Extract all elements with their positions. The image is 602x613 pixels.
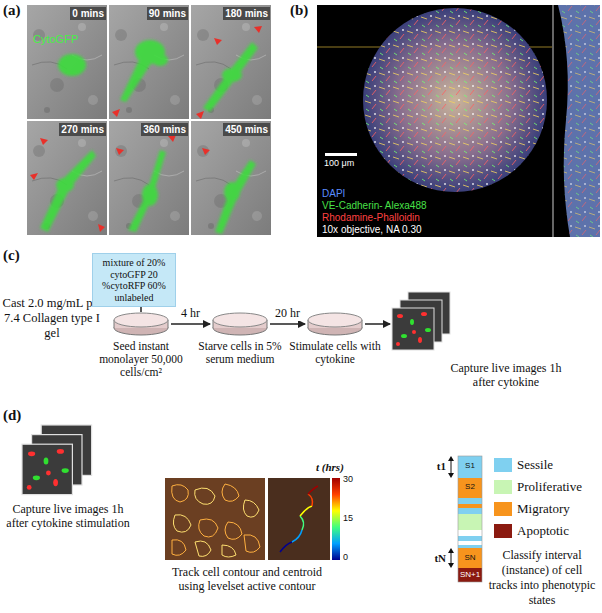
channel-label: VE-Cadherin- Alexa488 (322, 200, 427, 211)
mixture-box: mixture of 20% cytoGFP 20 %cytoRFP 60% u… (92, 253, 176, 307)
state-label: SN (458, 553, 482, 562)
image-stack: Capture live images 1h after cytokine st… (22, 425, 92, 495)
channel-label: CytoGFP (33, 33, 78, 45)
timestamp: 450 mins (223, 123, 270, 136)
tracking-image: Track cell contour and centroid using le… (165, 478, 330, 560)
edge-label: 4 hr (181, 306, 200, 321)
scale-label: 100 μm (324, 158, 354, 168)
legend-swatch (494, 480, 512, 494)
axis-tick: 15 (343, 513, 353, 523)
timestamp: 90 mins (147, 7, 188, 20)
petri-dishes (114, 313, 362, 335)
state-label: S2 (458, 482, 482, 491)
dish-step: Starve cells in 5% serum medium (212, 312, 268, 336)
flow-arrow (270, 323, 305, 325)
timestamp: 360 mins (141, 123, 188, 136)
node-text: Stimulate cells with cytokine (288, 340, 382, 366)
state-label: SN+1 (458, 570, 482, 579)
flow-arrow (171, 323, 210, 325)
step-text: Cast 2.0 mg/mL pH 7.4 Collagen type I ge… (2, 296, 102, 341)
panel-label: (b) (290, 2, 308, 19)
legend-swatch (494, 458, 512, 472)
channel-label: Rhodamine-Phalloidin (322, 212, 420, 223)
axis-tick: 30 (343, 474, 353, 484)
image-stack: Capture live images 1h after cytokine (392, 292, 450, 350)
node-text: Capture live images 1h after cytokine st… (6, 503, 130, 531)
legend-label: Sessile (517, 457, 553, 473)
timestamp: 0 mins (70, 7, 106, 20)
node-text: Track cell contour and centroid using le… (162, 566, 332, 594)
interval-arrows (448, 456, 454, 568)
axis-tick: 0 (343, 552, 348, 562)
edge-label: 20 hr (275, 306, 300, 321)
legend-label: Proliferative (517, 479, 582, 495)
legend-label: Migratory (517, 501, 570, 517)
connector-line (140, 307, 142, 312)
gfp-cells (40, 40, 258, 234)
legend-swatch (494, 502, 512, 516)
channel-label: DAPI (322, 188, 345, 199)
interval-label: tN (434, 552, 446, 564)
legend-swatch (494, 524, 512, 538)
caption-text: Classify interval (instance) of cell tra… (488, 548, 596, 608)
timestamp: 180 mins (223, 7, 270, 20)
panel-label: (d) (3, 407, 21, 424)
tracking-images (165, 478, 340, 560)
axis-title: t (hrs) (316, 461, 344, 473)
panel-label: (a) (3, 2, 21, 19)
node-text: Seed instant monolayer 50,000 cells/cm² (94, 340, 188, 380)
state-label: S1 (458, 461, 482, 470)
timestamp: 270 mins (59, 123, 106, 136)
state-bar (458, 456, 482, 582)
node-text: Capture live images 1h after cytokine (450, 362, 562, 390)
dish-step: Stimulate cells with cytokine (307, 312, 363, 336)
dish-step: Seed instant monolayer 50,000 cells/cm² (113, 312, 169, 336)
legend-label: Apoptotic (517, 523, 569, 539)
flow-arrow (365, 323, 390, 325)
interval-label: t1 (437, 460, 446, 472)
node-text: mixture of 20% cytoGFP 20 %cytoRFP 60% u… (97, 257, 171, 303)
timelapse-frames (27, 5, 271, 235)
channel-label: 10x objective, NA 0.30 (322, 224, 422, 235)
confocal-image (317, 5, 600, 237)
panel-label: (c) (3, 247, 20, 264)
node-text: Starve cells in 5% serum medium (193, 340, 287, 366)
